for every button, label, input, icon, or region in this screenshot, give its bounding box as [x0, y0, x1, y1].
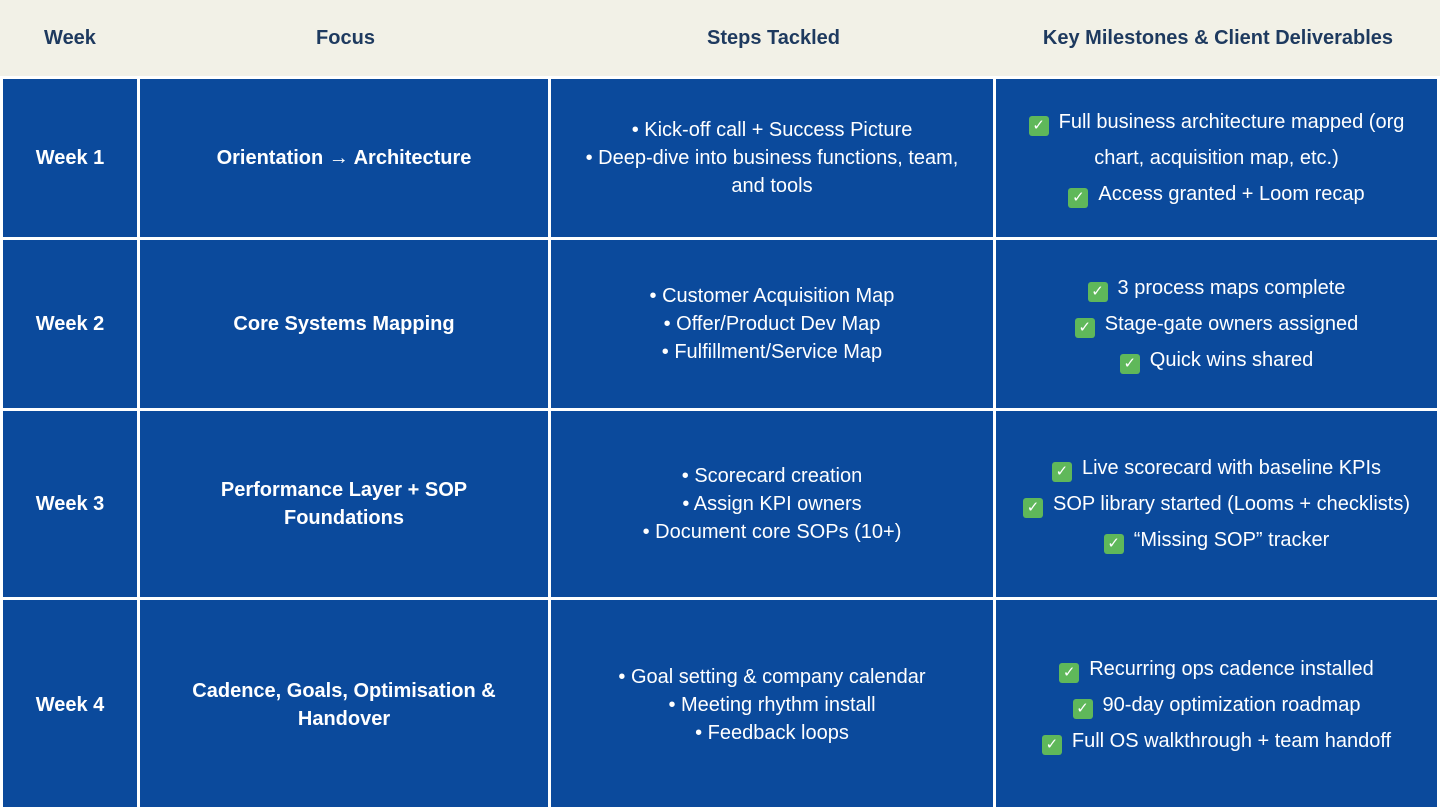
check-icon: ✓	[1059, 663, 1080, 683]
milestone-item: ✓ “Missing SOP” tracker	[1023, 522, 1410, 558]
header-milestones: Key Milestones & Client Deliverables	[996, 0, 1440, 76]
header-steps: Steps Tackled	[551, 0, 996, 76]
check-icon: ✓	[1072, 699, 1093, 719]
milestone-text: SOP library started (Looms + checklists)	[1053, 493, 1410, 515]
milestones-cell: ✓ Live scorecard with baseline KPIs ✓ SOP …	[996, 408, 1440, 597]
week-cell: Week 1	[0, 76, 140, 237]
milestone-item: ✓ Recurring ops cadence installed	[1042, 651, 1391, 687]
milestone-text: Full OS walkthrough + team handoff	[1071, 730, 1392, 752]
milestone-item: ✓ 90-day optimization roadmap	[1042, 687, 1391, 723]
step-item: • Kick-off call + Success Picture	[631, 119, 913, 141]
week-cell: Week 3	[0, 408, 140, 597]
milestone-text: “Missing SOP” tracker	[1133, 529, 1330, 551]
week-cell: Week 4	[0, 597, 140, 810]
header-focus: Focus	[140, 0, 551, 76]
steps-cell: • Kick-off call + Success Picture • Deep…	[551, 76, 996, 237]
milestone-text: Live scorecard with baseline KPIs	[1081, 457, 1382, 479]
step-item: • Deep-dive into business functions, tea…	[585, 147, 959, 197]
milestone-text: Quick wins shared	[1149, 349, 1314, 371]
milestones-cell: ✓ Full business architecture mapped (org …	[996, 76, 1440, 237]
focus-cell: Orientation → Architecture	[140, 76, 551, 237]
steps-cell: • Scorecard creation • Assign KPI owners…	[551, 408, 996, 597]
milestone-text: 90-day optimization roadmap	[1102, 694, 1361, 716]
step-item: • Meeting rhythm install	[668, 694, 876, 716]
step-item: • Assign KPI owners	[682, 493, 862, 515]
milestone-item: ✓ 3 process maps complete	[1075, 270, 1359, 306]
check-icon: ✓	[1087, 282, 1108, 302]
milestone-item: ✓ Full OS walkthrough + team handoff	[1041, 723, 1392, 759]
milestone-text: Access granted + Loom recap	[1098, 183, 1365, 205]
milestone-item: ✓ Stage-gate owners assigned	[1074, 306, 1359, 342]
step-item: • Feedback loops	[695, 722, 849, 744]
step-item: • Scorecard creation	[681, 465, 863, 487]
step-item: • Offer/Product Dev Map	[663, 313, 881, 335]
check-icon: ✓	[1051, 462, 1072, 482]
check-icon: ✓	[1103, 534, 1124, 554]
steps-cell: • Customer Acquisition Map • Offer/Produ…	[551, 237, 996, 408]
check-icon: ✓	[1028, 116, 1049, 136]
milestone-text: Stage-gate owners assigned	[1104, 313, 1359, 335]
milestone-item: ✓ SOP library started (Looms + checklists…	[1023, 486, 1410, 522]
table-bottom-border	[0, 807, 1440, 810]
milestones-cell: ✓ Recurring ops cadence installed ✓ 90-day…	[996, 597, 1440, 810]
focus-cell: Performance Layer + SOP Foundations	[140, 408, 551, 597]
step-item: • Fulfillment/Service Map	[661, 341, 883, 363]
focus-cell: Core Systems Mapping	[140, 237, 551, 408]
milestone-item: ✓ Quick wins shared	[1075, 342, 1359, 378]
check-icon: ✓	[1023, 498, 1043, 518]
week-cell: Week 2	[0, 237, 140, 408]
step-item: • Customer Acquisition Map	[649, 285, 895, 307]
milestone-item: ✓ Live scorecard with baseline KPIs	[1023, 450, 1410, 486]
milestone-item: ✓ Full business architecture mapped (org …	[1022, 104, 1411, 176]
check-icon: ✓	[1041, 735, 1062, 755]
milestones-cell: ✓ 3 process maps complete ✓ Stage-gate own…	[996, 237, 1440, 408]
steps-cell: • Goal setting & company calendar • Meet…	[551, 597, 996, 810]
milestone-item: ✓ Access granted + Loom recap	[1022, 176, 1411, 212]
check-icon: ✓	[1119, 354, 1140, 374]
check-icon: ✓	[1068, 188, 1089, 208]
step-item: • Goal setting & company calendar	[618, 666, 926, 688]
step-item: • Document core SOPs (10+)	[642, 521, 902, 543]
milestone-text: Full business architecture mapped (org c…	[1058, 111, 1405, 169]
focus-cell: Cadence, Goals, Optimisation & Handover	[140, 597, 551, 810]
milestone-text: Recurring ops cadence installed	[1089, 658, 1374, 680]
header-week: Week	[0, 0, 140, 76]
milestone-text: 3 process maps complete	[1117, 277, 1346, 299]
check-icon: ✓	[1074, 318, 1095, 338]
